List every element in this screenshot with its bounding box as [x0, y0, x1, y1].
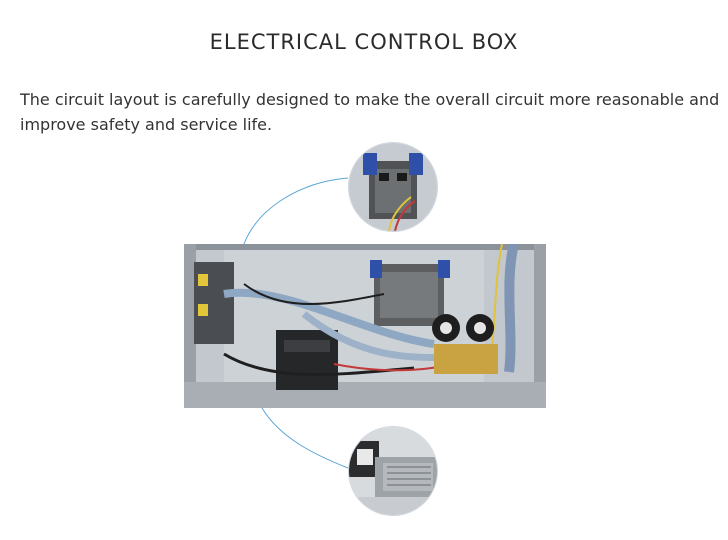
transformer-closeup-photo: [348, 142, 438, 232]
electrical-control-box-photo: [184, 244, 546, 408]
page-title: ELECTRICAL CONTROL BOX: [209, 30, 519, 54]
description-text: The circuit layout is carefully designed…: [20, 90, 720, 134]
vacuum-pump-closeup-photo: [348, 426, 438, 516]
connector-line-top: [243, 177, 349, 245]
connector-line-bottom: [261, 407, 349, 469]
